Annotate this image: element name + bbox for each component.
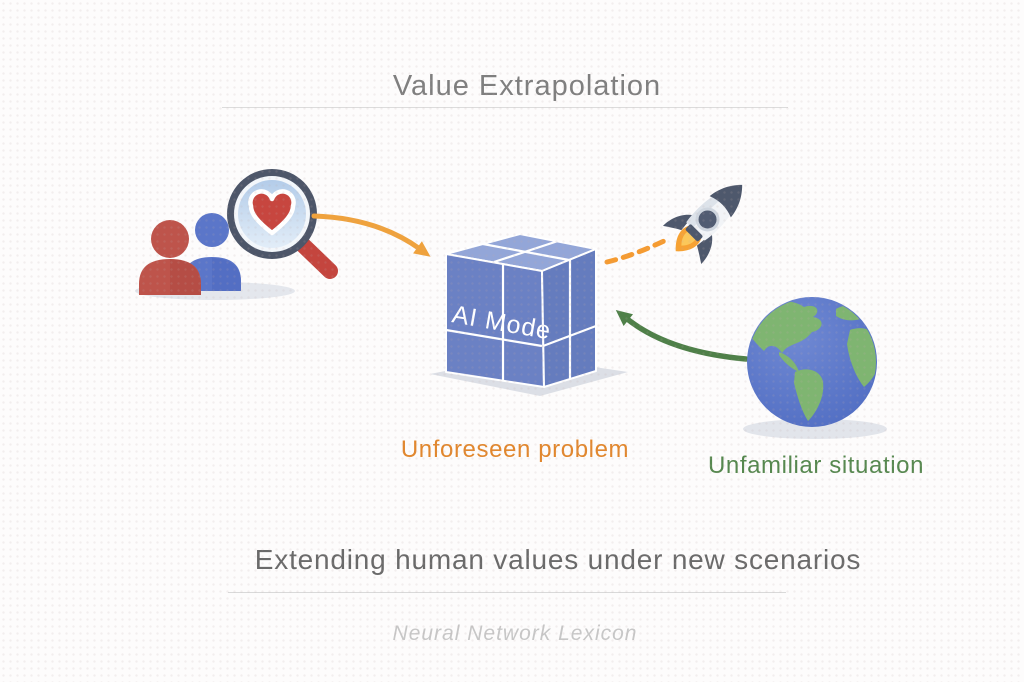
- rocket-fin-right: [696, 233, 713, 265]
- continent-europe: [836, 305, 868, 321]
- unfamiliar-situation-label: Unfamiliar situation: [707, 452, 925, 479]
- magnifier-handle: [295, 237, 338, 279]
- arrowhead: [413, 241, 431, 257]
- curved-arrow-to-model-icon: [311, 213, 431, 257]
- person-red-icon: [139, 220, 201, 295]
- continent-south-america: [794, 369, 824, 421]
- curved-arrow-from-globe-icon: [615, 310, 749, 362]
- heart-icon: [248, 189, 296, 236]
- title-divider: [222, 107, 788, 108]
- globe-continents: [748, 300, 876, 421]
- page-title: Value Extrapolation: [392, 70, 662, 102]
- cube-grid-lines: [445, 239, 597, 381]
- footer-divider: [228, 592, 786, 593]
- rocket-nozzle: [685, 224, 703, 242]
- dashed-trail-icon: [604, 238, 667, 265]
- rocket-icon: [604, 184, 743, 265]
- rocket-fin-left: [662, 214, 694, 231]
- globe-icon: [743, 297, 887, 439]
- rocket-nose-cone: [709, 184, 743, 218]
- subtitle: Extending human values under new scenari…: [254, 544, 862, 575]
- unforeseen-problem-label: Unforeseen problem: [400, 436, 630, 463]
- magnifier-heart-icon: [227, 169, 338, 279]
- footer-caption: Neural Network Lexicon: [392, 622, 638, 645]
- arrowhead: [615, 310, 633, 326]
- rocket-window-icon: [698, 210, 717, 229]
- globe-shadow: [743, 419, 887, 439]
- continent-africa: [847, 328, 876, 387]
- ai-model-cube-icon: AI Mode: [430, 233, 628, 396]
- people-icon: [135, 169, 338, 300]
- continent-central-america: [779, 352, 799, 372]
